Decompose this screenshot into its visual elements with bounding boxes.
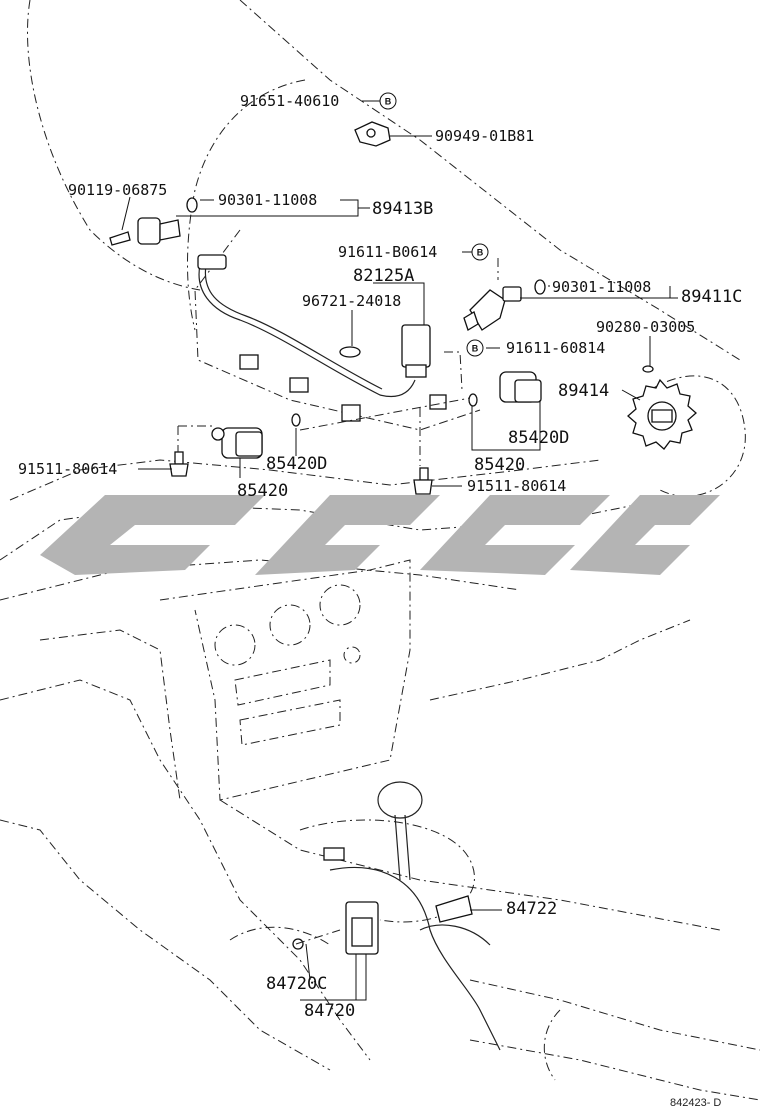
label-91511-80614-left[interactable]: 91511-80614 bbox=[18, 460, 117, 478]
label-85420-left[interactable]: 85420 bbox=[237, 481, 288, 501]
label-89413b[interactable]: 89413B bbox=[372, 199, 433, 219]
badge-b1: B bbox=[379, 92, 397, 110]
dashed-leaders bbox=[177, 258, 499, 945]
label-90301-11008-b[interactable]: 90301-11008 bbox=[552, 278, 651, 296]
badge-b2: B bbox=[471, 243, 489, 261]
label-82125a[interactable]: 82125A bbox=[353, 266, 414, 286]
part-82125a-connector[interactable] bbox=[339, 324, 431, 378]
diagram-code: 842423- D bbox=[670, 1097, 721, 1109]
label-84720[interactable]: 84720 bbox=[304, 1001, 355, 1021]
label-85420-right[interactable]: 85420 bbox=[474, 455, 525, 475]
console-features bbox=[214, 584, 501, 1051]
label-85420d-right[interactable]: 85420D bbox=[508, 428, 569, 448]
svg-text:B: B bbox=[477, 248, 484, 258]
svg-text:B: B bbox=[385, 97, 392, 107]
label-89411c[interactable]: 89411C bbox=[681, 287, 742, 307]
part-91511-right-bolt[interactable] bbox=[413, 467, 433, 495]
part-91511-left-bolt[interactable] bbox=[169, 451, 189, 477]
label-91611-60814[interactable]: 91611-60814 bbox=[506, 339, 605, 357]
label-84722[interactable]: 84722 bbox=[506, 899, 557, 919]
part-89413b-sensor[interactable] bbox=[109, 197, 198, 246]
label-90301-11008-a[interactable]: 90301-11008 bbox=[218, 191, 317, 209]
label-89414[interactable]: 89414 bbox=[558, 381, 609, 401]
badge-b3: B bbox=[466, 339, 484, 357]
label-90119-06875[interactable]: 90119-06875 bbox=[68, 181, 167, 199]
label-85420d-left[interactable]: 85420D bbox=[266, 454, 327, 474]
part-84722-switch[interactable] bbox=[323, 847, 473, 923]
label-84720c[interactable]: 84720C bbox=[266, 974, 327, 994]
part-89411c-sensor[interactable] bbox=[463, 279, 546, 331]
part-85420-left-sensor[interactable] bbox=[211, 413, 301, 459]
svg-text:B: B bbox=[472, 344, 479, 354]
watermark bbox=[40, 495, 720, 575]
part-91651-clip[interactable] bbox=[354, 121, 391, 147]
label-91611-b0614[interactable]: 91611-B0614 bbox=[338, 243, 437, 261]
part-85420-right-sensor[interactable] bbox=[468, 371, 542, 407]
label-90949-01b81[interactable]: 90949-01B81 bbox=[435, 127, 534, 145]
wire-harness bbox=[197, 254, 447, 422]
leader-lines bbox=[121, 100, 678, 1001]
part-89414-gear[interactable] bbox=[627, 365, 697, 450]
label-91651-40610[interactable]: 91651-40610 bbox=[240, 92, 339, 110]
label-96721-24018[interactable]: 96721-24018 bbox=[302, 292, 401, 310]
label-90280-03005[interactable]: 90280-03005 bbox=[596, 318, 695, 336]
part-84720-switch[interactable] bbox=[292, 901, 379, 955]
label-91511-80614-right[interactable]: 91511-80614 bbox=[467, 477, 566, 495]
